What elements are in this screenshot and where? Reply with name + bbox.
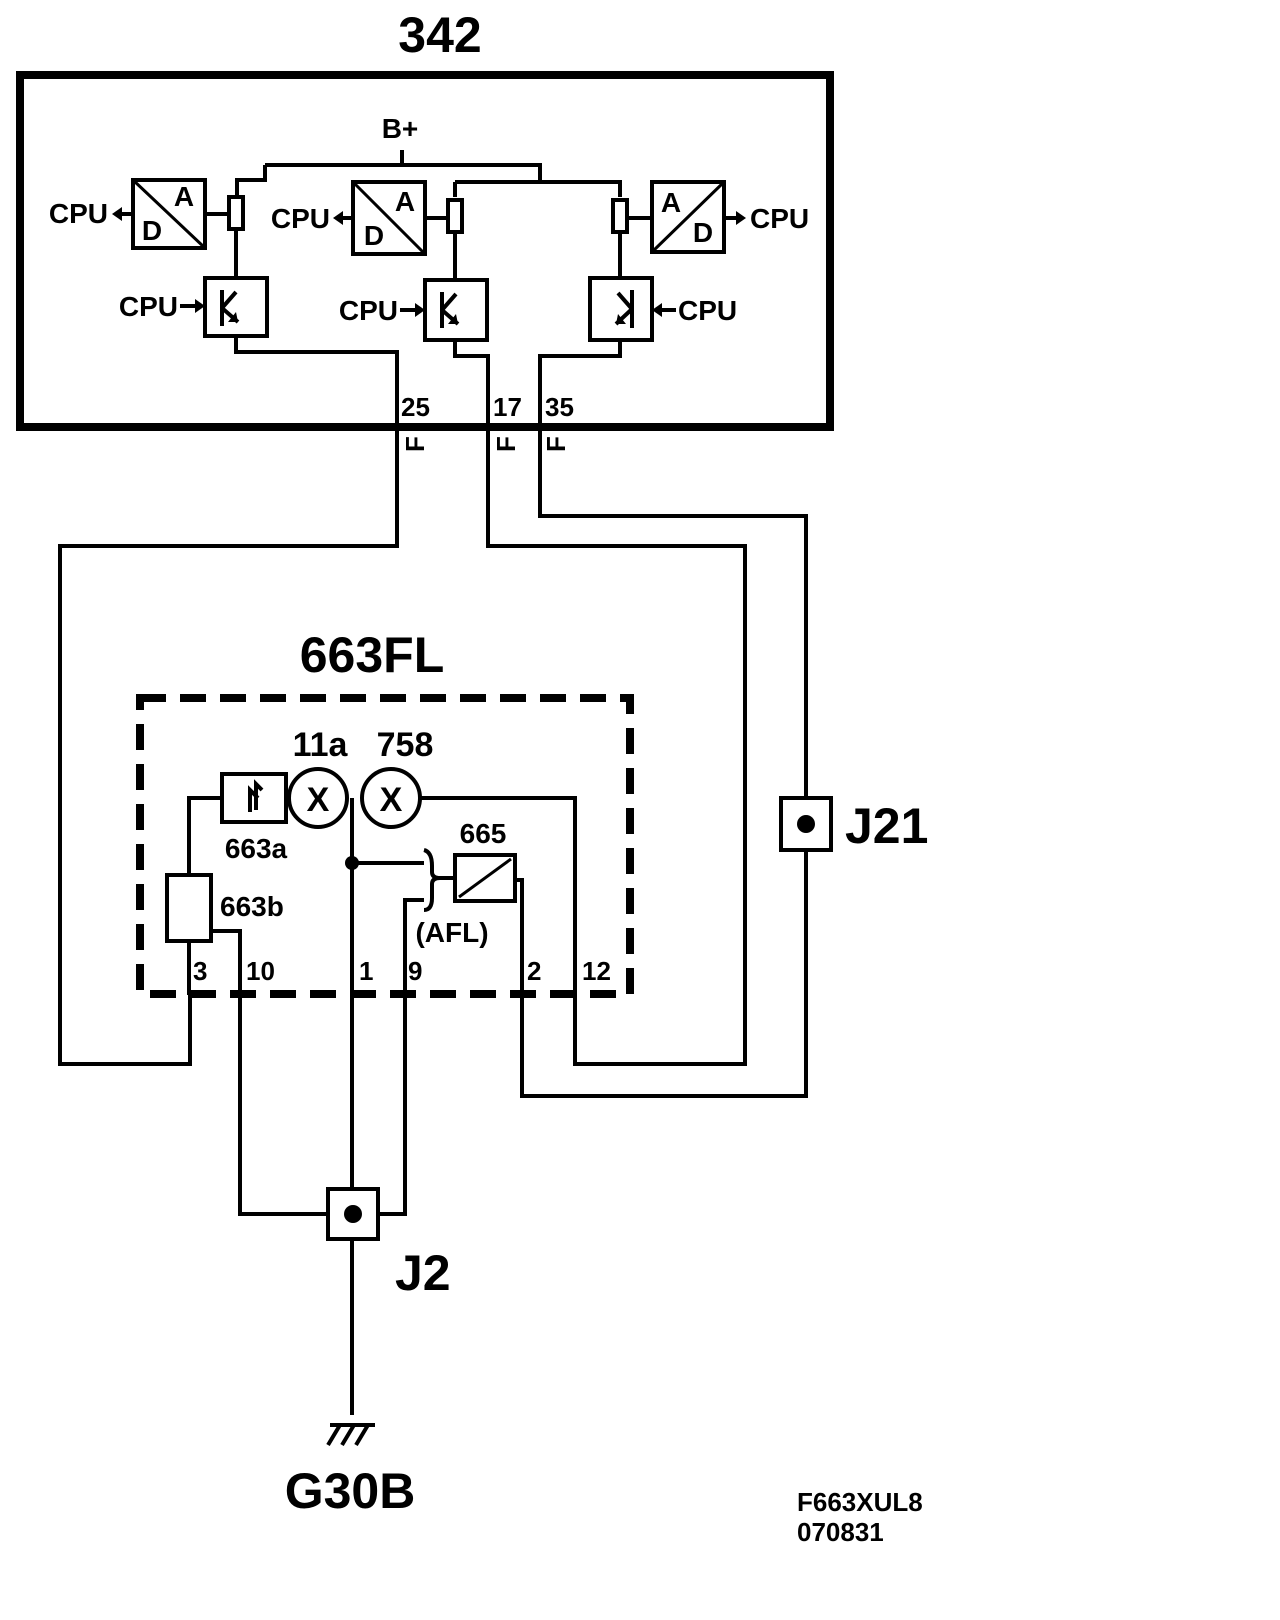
adc-left: A D [131, 178, 207, 250]
junction-j21-label: J21 [845, 798, 928, 854]
switch-663a-label: 663a [225, 833, 288, 864]
svg-text:D: D [142, 215, 162, 246]
switch-663a [220, 772, 288, 824]
arrow-icon [724, 211, 746, 225]
wire-j21-to-pin2 [520, 850, 808, 1098]
cpu-label-adc-left: CPU [49, 198, 108, 229]
junction-j2-label: J2 [395, 1245, 451, 1301]
wire-internal-pin9 [378, 898, 424, 1216]
svg-text:D: D [364, 220, 384, 251]
lamp-758-label: 758 [377, 726, 434, 764]
junction-j21 [779, 796, 833, 852]
motor-665-note: (AFL) [415, 917, 488, 948]
arrow-icon [112, 207, 133, 221]
module-342-title: 342 [398, 7, 481, 63]
arrow-icon [180, 299, 205, 313]
transistor-right [538, 276, 654, 428]
wire-internal-pin2 [515, 878, 524, 995]
motor-665-label: 665 [460, 818, 507, 849]
element-663b-label: 663b [220, 891, 284, 922]
lamp-11a-label: 11a [293, 726, 349, 764]
supply-bus [235, 150, 622, 197]
pin-marker-35: F [541, 436, 571, 452]
module-342-box [16, 71, 834, 431]
cpu-label-driver-left: CPU [119, 291, 178, 322]
ground-label: G30B [285, 1463, 416, 1519]
svg-text:A: A [395, 186, 415, 217]
wire-internal-pin10 [211, 929, 330, 1216]
lamp-758: X [360, 767, 422, 829]
wire-pin17-to-pin12 [486, 428, 747, 1066]
svg-text:A: A [174, 181, 194, 212]
pin-663fl-1: 1 [359, 956, 373, 986]
resistor-left [205, 195, 245, 278]
pin-663fl-10: 10 [246, 956, 275, 986]
arrow-icon [400, 303, 425, 317]
drawing-code: F663XUL8 [797, 1487, 923, 1517]
wire-pin35-to-j21 [538, 428, 808, 798]
ground-icon [326, 1423, 375, 1447]
adc-middle: A D [351, 180, 427, 256]
assembly-663fl-title: 663FL [300, 627, 445, 683]
arrow-icon [652, 303, 676, 317]
pin-marker-17: F [491, 436, 521, 452]
pin-663fl-12: 12 [582, 956, 611, 986]
svg-text:A: A [661, 187, 681, 218]
motor-665 [453, 853, 517, 903]
lamp-icon: X [307, 781, 330, 819]
wire-internal-lamp-758 [420, 796, 577, 995]
supply-label: B+ [382, 113, 419, 144]
resistor-middle [425, 198, 464, 280]
assembly-663fl-box [136, 694, 634, 998]
lamp-11a: X [287, 767, 349, 829]
resistor-right [611, 198, 652, 278]
drawing-date: 070831 [797, 1517, 884, 1547]
transistor-middle [423, 278, 490, 428]
cpu-label-adc-right: CPU [750, 203, 809, 234]
svg-text:D: D [693, 217, 713, 248]
pin-342-35: 35 [545, 392, 574, 422]
lamp-icon: X [380, 781, 403, 819]
adc-right: A D [650, 180, 726, 254]
brace-icon [423, 848, 455, 912]
cpu-label-driver-middle: CPU [339, 295, 398, 326]
pin-342-17: 17 [493, 392, 522, 422]
cpu-label-driver-right: CPU [678, 295, 737, 326]
junction-j2 [326, 1187, 380, 1241]
pin-342-25: 25 [401, 392, 430, 422]
pin-663fl-9: 9 [408, 956, 422, 986]
arrow-icon [333, 211, 353, 225]
wire-pin25-to-pin3 [58, 428, 399, 1066]
pin-marker-25: F [400, 436, 430, 452]
pin-663fl-2: 2 [527, 956, 541, 986]
transistor-left [203, 276, 399, 428]
element-663b [165, 873, 213, 943]
pin-663fl-3: 3 [193, 956, 207, 986]
cpu-label-adc-middle: CPU [271, 203, 330, 234]
wire-internal-switch [187, 796, 222, 875]
